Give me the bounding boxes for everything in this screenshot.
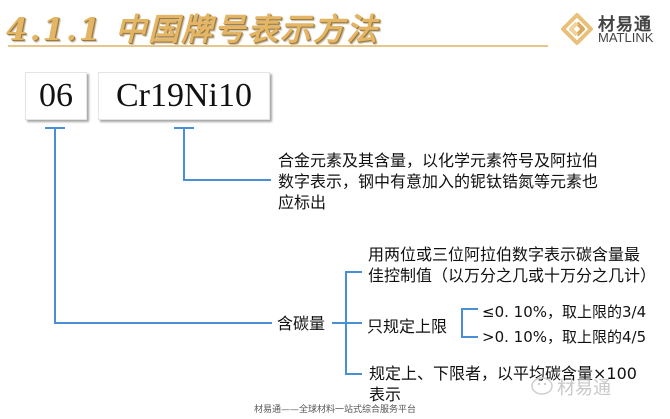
- upper-limit-rule-high: >0. 10%，取上限的4/5: [482, 328, 647, 346]
- page-title: 4.1.1 中国牌号表示方法: [6, 12, 380, 48]
- branch-line: 规定上、下限者，以平均碳含量×100: [369, 364, 637, 383]
- carbon-branch-upper-limit: 只规定上限: [367, 317, 448, 336]
- alloy-explanation-line: 应标出: [278, 193, 327, 212]
- upper-limit-bracket-top-arm: [461, 308, 478, 310]
- carbon-connector-horizontal: [54, 322, 272, 324]
- alloy-code-box: Cr19Ni10: [98, 72, 270, 120]
- upper-limit-bracket-bottom-arm: [461, 336, 478, 338]
- footer-slogan: 材易通——全球材料一站式综合服务平台: [253, 405, 416, 415]
- branch-line: 佳控制值（以万分之几或十万分之几计）: [368, 266, 657, 285]
- logo-name-cn: 材易通: [598, 15, 652, 35]
- alloy-explanation-line: 合金元素及其含量，以化学元素符号及阿拉伯: [278, 151, 599, 170]
- upper-limit-rule-low: ≤0. 10%，取上限的3/4: [482, 303, 647, 321]
- carbon-bracket-mid-arm: [345, 322, 362, 324]
- carbon-code-box: 06: [25, 72, 87, 120]
- alloy-explanation: 合金元素及其含量，以化学元素符号及阿拉伯 数字表示，钢中有意加入的铌钛锆氮等元素…: [278, 150, 598, 213]
- carbon-connector-vertical: [54, 127, 56, 324]
- alloy-connector-vertical: [183, 127, 185, 181]
- carbon-bracket-top-arm: [345, 271, 362, 273]
- wechat-icon: [531, 377, 553, 395]
- branch-line: 表示: [369, 385, 402, 404]
- upper-limit-bracket-vertical: [461, 308, 463, 338]
- carbon-branch-range: 规定上、下限者，以平均碳含量×100 表示: [369, 363, 637, 405]
- branch-line: 用两位或三位阿拉伯数字表示碳含量最: [368, 245, 641, 264]
- carbon-bracket-bottom-arm: [345, 373, 362, 375]
- brand-logo: 材易通 MATLINK: [560, 10, 668, 46]
- logo-name-en: MATLINK: [598, 30, 654, 45]
- title-underline: [8, 45, 548, 47]
- alloy-connector-horizontal: [183, 179, 271, 181]
- carbon-bracket-stub: [332, 322, 346, 324]
- alloy-explanation-line: 数字表示，钢中有意加入的铌钛锆氮等元素也: [278, 172, 599, 191]
- carbon-content-label: 含碳量: [277, 314, 326, 333]
- watermark-text: 材易通: [557, 378, 611, 399]
- matlink-diamond-icon: [561, 13, 593, 45]
- carbon-branch-two-digit: 用两位或三位阿拉伯数字表示碳含量最 佳控制值（以万分之几或十万分之几计）: [368, 244, 656, 286]
